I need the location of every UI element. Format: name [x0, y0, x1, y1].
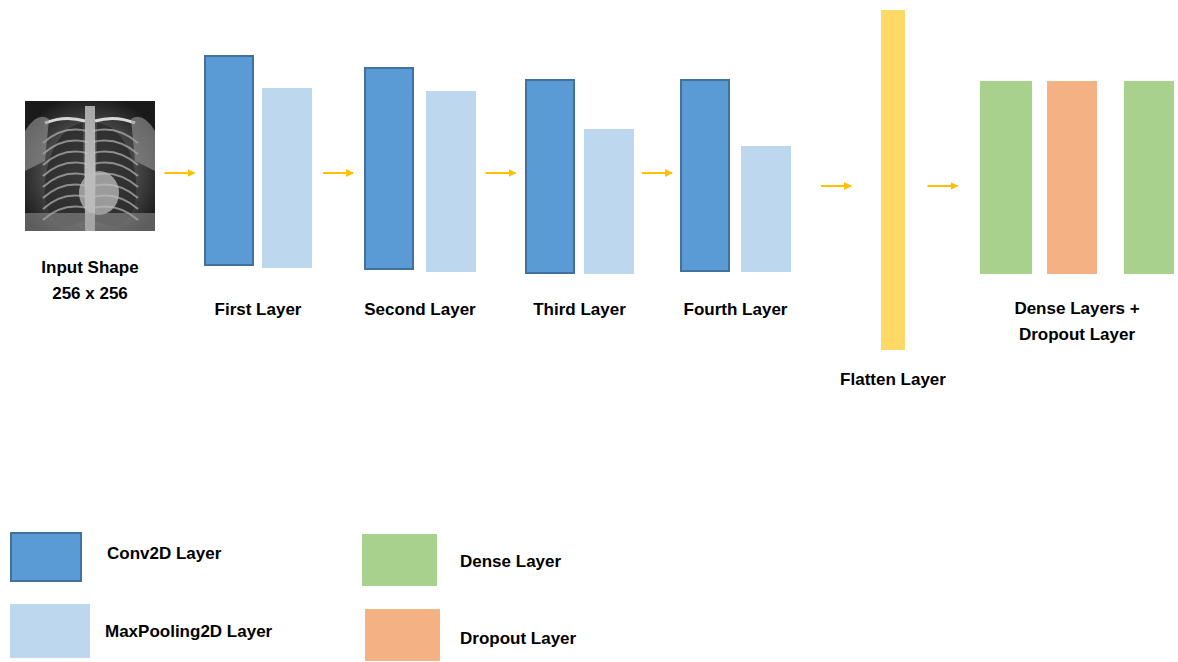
maxpool-bar	[584, 129, 634, 274]
dropout-bar	[1047, 81, 1097, 274]
conv2d-bar	[204, 55, 254, 266]
maxpool-bar	[741, 146, 791, 272]
legend-swatch	[365, 609, 440, 661]
legend-text: Dense Layer	[460, 552, 561, 572]
dense-bar	[980, 81, 1032, 274]
layer-group-node: Third Layer	[525, 79, 634, 274]
flatten-layer-node: Flatten Layer	[881, 10, 905, 350]
maxpool-bar	[426, 91, 476, 272]
legend-text: Dropout Layer	[460, 629, 576, 649]
flow-arrow	[323, 172, 353, 174]
layer-group-node: Dense Layers + Dropout Layer	[980, 81, 1174, 274]
flow-arrow	[165, 172, 195, 174]
xray-image	[25, 101, 155, 231]
legend-swatch	[10, 604, 90, 658]
flow-arrow	[642, 172, 672, 174]
layer-label: Input Shape 256 x 256	[34, 255, 146, 307]
legend-swatch	[362, 534, 437, 586]
flow-arrow	[486, 172, 516, 174]
layer-label: Fourth Layer	[684, 297, 788, 323]
dense-bar	[1124, 81, 1174, 274]
layer-label: First Layer	[215, 297, 302, 323]
legend-swatch	[10, 532, 82, 582]
layer-label: Third Layer	[533, 297, 626, 323]
layer-label: Flatten Layer	[840, 367, 946, 393]
flow-arrow	[928, 185, 958, 187]
layer-group-node: First Layer	[204, 55, 312, 268]
layer-label: Dense Layers + Dropout Layer	[1002, 296, 1152, 348]
maxpool-bar	[262, 88, 312, 268]
layer-group-node: Fourth Layer	[680, 79, 791, 272]
legend-text: Conv2D Layer	[107, 544, 221, 564]
conv2d-bar	[364, 67, 414, 270]
layer-label: Second Layer	[364, 297, 476, 323]
legend-text: MaxPooling2D Layer	[105, 622, 272, 642]
conv2d-bar	[680, 79, 730, 272]
layer-group-node: Second Layer	[364, 67, 476, 272]
input-image-node: Input Shape 256 x 256	[25, 101, 155, 231]
flow-arrow	[821, 185, 851, 187]
flatten-bar	[881, 10, 905, 350]
conv2d-bar	[525, 79, 575, 274]
